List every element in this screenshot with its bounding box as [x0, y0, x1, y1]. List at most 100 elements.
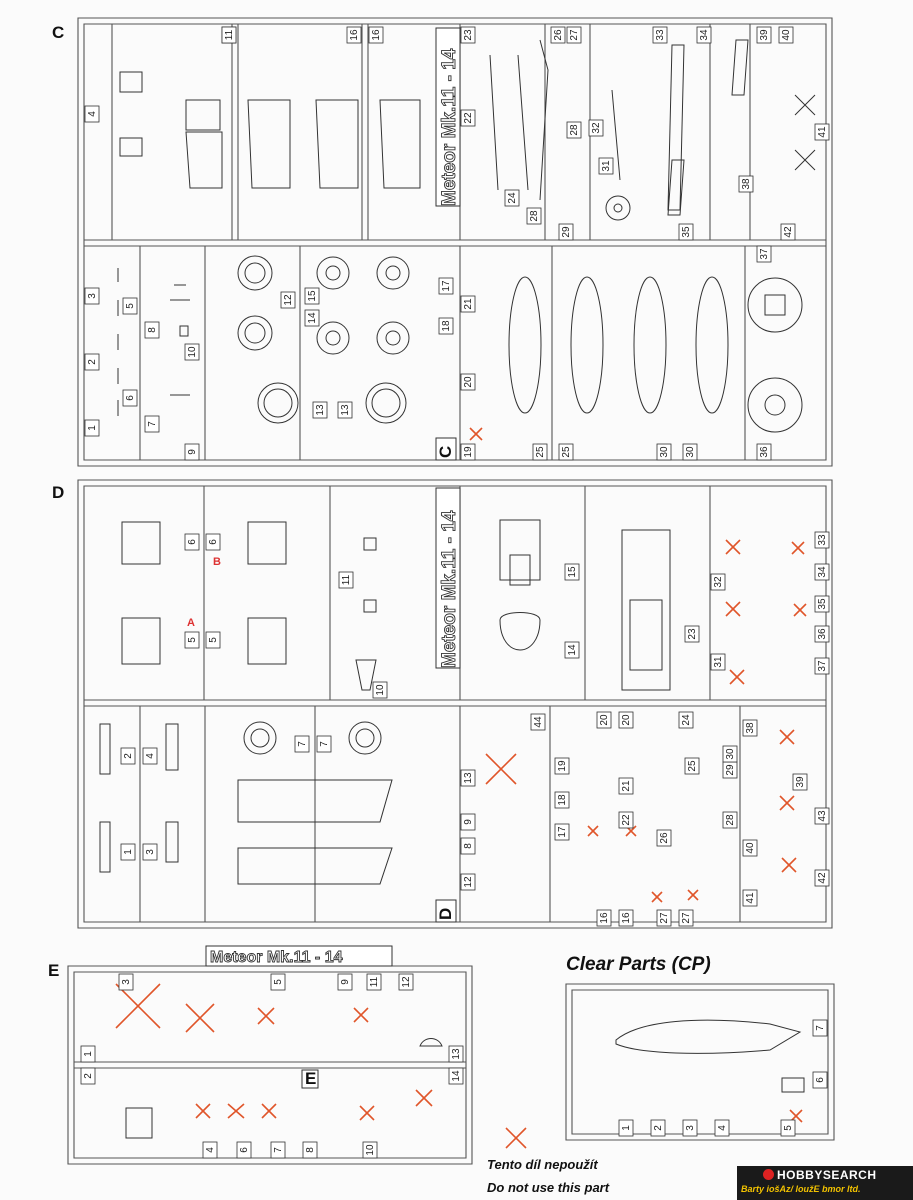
- svg-text:4: 4: [717, 1125, 728, 1131]
- sprue-e-corner-letter: E: [305, 1069, 316, 1088]
- svg-text:43: 43: [817, 810, 828, 822]
- svg-text:28: 28: [529, 210, 540, 222]
- svg-text:22: 22: [463, 112, 474, 124]
- part-number-c-31: 31: [598, 157, 614, 175]
- part-number-d-38: 38: [742, 719, 758, 737]
- part-number-c-6: 6: [122, 389, 138, 407]
- svg-text:38: 38: [741, 178, 752, 190]
- svg-text:34: 34: [817, 566, 828, 578]
- svg-text:2: 2: [87, 359, 98, 365]
- part-number-c-17: 17: [438, 277, 454, 295]
- part-number-e-9: 9: [337, 973, 353, 991]
- part-number-d-25: 25: [684, 757, 700, 775]
- part-number-c-37: 37: [756, 245, 772, 263]
- part-number-d-6: 6: [205, 533, 221, 551]
- part-number-d-7: 7: [294, 735, 310, 753]
- part-number-d-7: 7: [316, 735, 332, 753]
- svg-text:7: 7: [815, 1025, 826, 1031]
- part-number-c-21: 21: [460, 295, 476, 313]
- svg-text:9: 9: [340, 979, 351, 985]
- svg-text:21: 21: [463, 298, 474, 310]
- part-number-d-6: 6: [184, 533, 200, 551]
- svg-text:14: 14: [307, 312, 318, 324]
- part-number-c-13: 13: [337, 401, 353, 419]
- svg-text:30: 30: [725, 748, 736, 760]
- part-number-c-35: 35: [678, 223, 694, 241]
- svg-text:22: 22: [621, 814, 632, 826]
- part-number-c-40: 40: [778, 26, 794, 44]
- part-number-c-39: 39: [756, 26, 772, 44]
- svg-text:6: 6: [239, 1147, 250, 1153]
- part-number-d-8: 8: [460, 837, 476, 855]
- part-number-c-5: 5: [122, 297, 138, 315]
- sprue-c-title-plate: [435, 27, 461, 207]
- part-number-e-6: 6: [236, 1141, 252, 1159]
- part-number-e-1: 1: [80, 1045, 96, 1063]
- part-number-d-16: 16: [618, 909, 634, 927]
- svg-text:10: 10: [375, 684, 386, 696]
- part-number-d-44: 44: [530, 713, 546, 731]
- part-number-cp-2: 2: [650, 1119, 666, 1137]
- part-number-d-31: 31: [710, 653, 726, 671]
- svg-text:10: 10: [187, 346, 198, 358]
- svg-text:7: 7: [147, 421, 158, 427]
- svg-text:14: 14: [451, 1070, 462, 1082]
- svg-text:39: 39: [795, 776, 806, 788]
- watermark-logo-icon: [763, 1169, 774, 1180]
- part-number-d-4: 4: [142, 747, 158, 765]
- part-number-d-11: 11: [338, 571, 354, 589]
- svg-text:7: 7: [273, 1147, 284, 1153]
- svg-text:9: 9: [463, 819, 474, 825]
- svg-text:13: 13: [315, 404, 326, 416]
- svg-text:8: 8: [147, 327, 158, 333]
- part-number-d-3: 3: [142, 843, 158, 861]
- svg-text:23: 23: [687, 628, 698, 640]
- part-number-c-10: 10: [184, 343, 200, 361]
- part-number-d-2: 2: [120, 747, 136, 765]
- svg-text:8: 8: [463, 843, 474, 849]
- svg-text:5: 5: [208, 637, 219, 643]
- part-number-c-1: 1: [84, 419, 100, 437]
- svg-text:3: 3: [145, 849, 156, 855]
- svg-text:29: 29: [725, 764, 736, 776]
- part-number-cp-1: 1: [618, 1119, 634, 1137]
- part-number-d-33: 33: [814, 531, 830, 549]
- svg-text:4: 4: [87, 111, 98, 117]
- sprue-d-corner-letter: D: [436, 908, 455, 920]
- part-number-e-5: 5: [270, 973, 286, 991]
- svg-text:7: 7: [297, 741, 308, 747]
- part-number-c-12: 12: [280, 291, 296, 309]
- svg-text:37: 37: [759, 248, 770, 260]
- svg-text:13: 13: [340, 404, 351, 416]
- sprue-d-title-plate: [435, 487, 461, 669]
- legend-note-czech: Tento díl nepoužít: [487, 1157, 598, 1172]
- part-number-d-42: 42: [814, 869, 830, 887]
- watermark-main-text: HOBBYSEARCH: [777, 1168, 877, 1182]
- part-number-d-12: 12: [460, 873, 476, 891]
- svg-text:42: 42: [783, 226, 794, 238]
- part-number-d-5: 5: [205, 631, 221, 649]
- svg-text:28: 28: [569, 124, 580, 136]
- part-number-d-21: 21: [618, 777, 634, 795]
- svg-text:2: 2: [123, 753, 134, 759]
- svg-text:2: 2: [653, 1125, 664, 1131]
- svg-text:20: 20: [463, 376, 474, 388]
- part-number-d-16: 16: [596, 909, 612, 927]
- svg-text:28: 28: [725, 814, 736, 826]
- sprue-d-red-mark-b: B: [213, 556, 221, 568]
- part-number-c-16: 16: [346, 26, 362, 44]
- svg-text:41: 41: [817, 126, 828, 138]
- part-number-c-30: 30: [682, 443, 698, 461]
- svg-text:1: 1: [87, 425, 98, 431]
- svg-text:32: 32: [713, 576, 724, 588]
- part-number-d-19: 19: [554, 757, 570, 775]
- sprue-d: D Meteor Mk.11 - 14 B A: [52, 479, 833, 929]
- svg-text:5: 5: [187, 637, 198, 643]
- svg-text:9: 9: [187, 449, 198, 455]
- part-number-c-26: 26: [550, 26, 566, 44]
- svg-text:4: 4: [205, 1147, 216, 1153]
- svg-text:16: 16: [599, 912, 610, 924]
- part-number-d-5: 5: [184, 631, 200, 649]
- svg-text:13: 13: [463, 772, 474, 784]
- svg-text:19: 19: [557, 760, 568, 772]
